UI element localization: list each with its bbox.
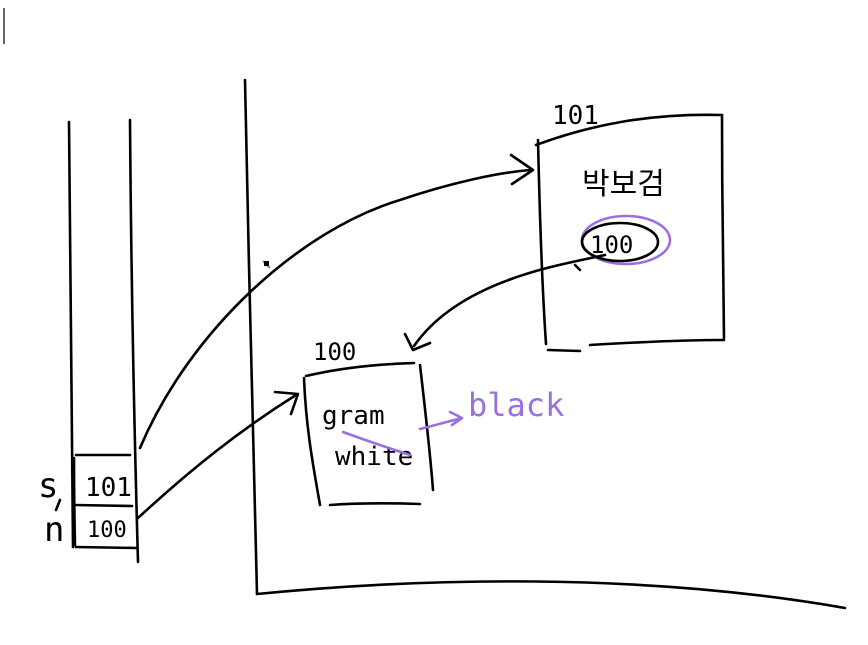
- object-101-address: 101: [552, 101, 599, 131]
- strike-through: [341, 430, 412, 457]
- pointer-101-field-to-100: [403, 253, 607, 352]
- object-101-field-value: 100: [590, 231, 633, 259]
- pointer-s-to-101: [138, 153, 535, 450]
- pointer-n-to-100: [136, 390, 300, 520]
- stack-frame: [67, 118, 140, 564]
- stack-cell-s-value: 101: [85, 473, 132, 503]
- stack-cell-n-value: 100: [87, 518, 127, 543]
- stack-var-s: s: [38, 466, 62, 512]
- object-100-line2: white: [335, 442, 413, 472]
- stack-var-label-s: s: [38, 466, 58, 506]
- change-arrow: [418, 410, 464, 431]
- object-101-content: 박보검: [582, 167, 665, 202]
- heap-object-101: 101 박보검 100: [534, 101, 726, 353]
- stack-var-label-n: n: [44, 510, 64, 550]
- object-100-new-value: black: [468, 386, 564, 424]
- object-100-address: 100: [313, 338, 356, 366]
- object-100-line1: gram: [322, 401, 385, 431]
- heap-frame: [243, 78, 847, 610]
- heap-object-100: 100 gram white black: [302, 338, 564, 507]
- stack-var-n: n: [44, 510, 64, 550]
